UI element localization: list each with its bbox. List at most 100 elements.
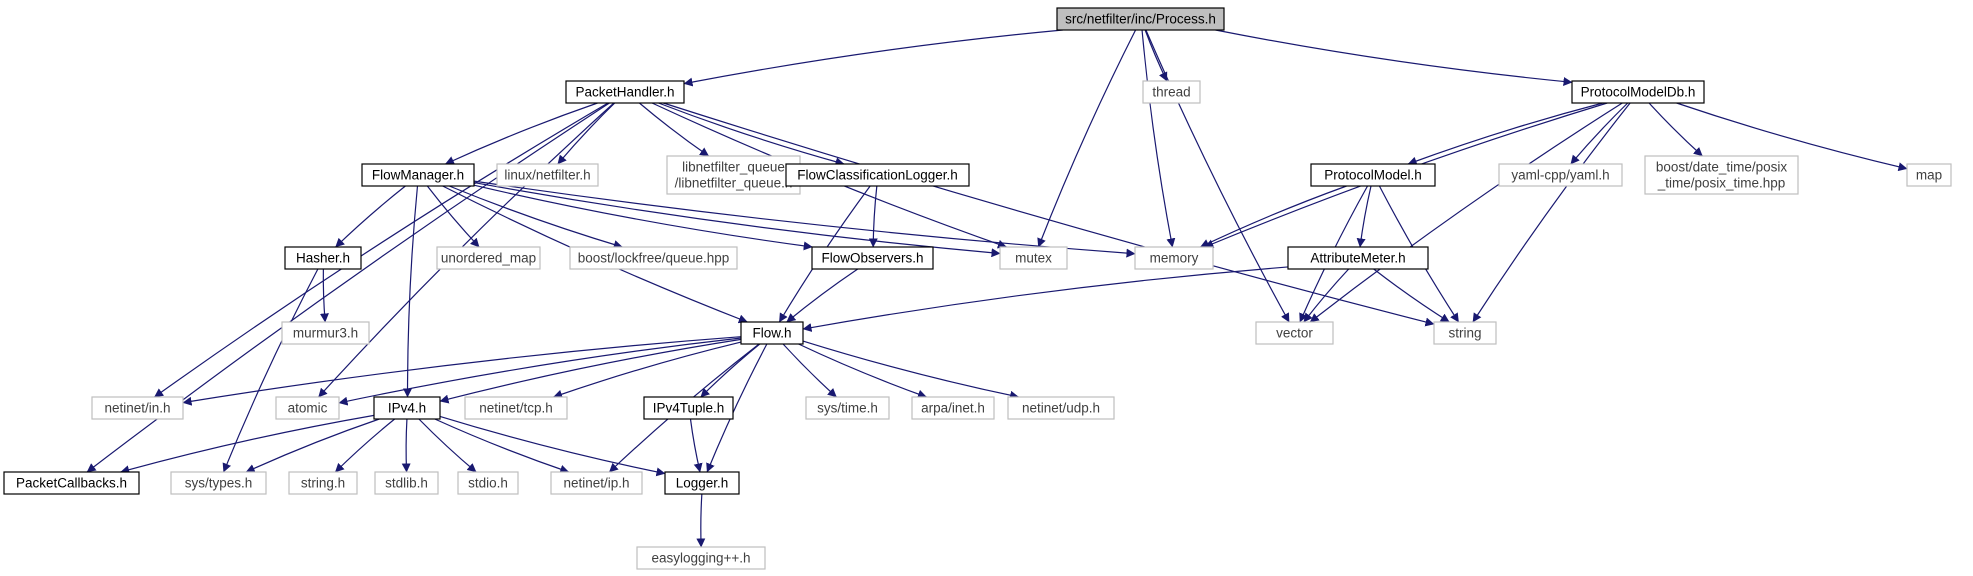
node-label: FlowManager.h <box>372 168 464 183</box>
node-label: PacketHandler.h <box>575 85 674 100</box>
node-label: mutex <box>1015 251 1052 266</box>
edge-ipv4-to-sys_types <box>245 418 380 473</box>
edge-process-to-vector <box>1145 29 1290 323</box>
node-box <box>288 471 358 495</box>
node-memory: memory <box>1134 246 1214 270</box>
edge-process-to-memory <box>1141 29 1176 248</box>
node-label: /libnetfilter_queue.h <box>675 176 793 191</box>
edge-packethandler-to-linux_netfilter <box>557 102 616 165</box>
node-label: ProtocolModel.h <box>1324 168 1422 183</box>
node-hasher[interactable]: Hasher.h <box>284 246 362 270</box>
edge-flow-to-arpa_inet <box>798 343 927 399</box>
edge-protocolmodel-to-memory <box>1199 185 1347 248</box>
node-ipv4tuple[interactable]: IPv4Tuple.h <box>643 396 734 420</box>
edge-flow-to-ipv4tuple <box>700 343 761 398</box>
edge-ipv4-to-netinet_ip <box>434 418 570 474</box>
node-label: PacketCallbacks.h <box>16 476 127 491</box>
node-label: netinet/udp.h <box>1022 401 1100 416</box>
node-box <box>170 471 267 495</box>
node-box <box>1134 246 1214 270</box>
node-label: FlowObservers.h <box>821 251 923 266</box>
edge-flowclasslogger-to-flowobservers <box>868 185 878 248</box>
node-box <box>1142 80 1201 104</box>
node-box <box>664 471 740 495</box>
edge-packethandler-to-netinet_in <box>154 102 609 398</box>
node-map: map <box>1906 163 1952 187</box>
node-box <box>1007 396 1115 420</box>
node-flow[interactable]: Flow.h <box>740 321 804 345</box>
edge-flowobservers-to-flow <box>786 268 859 323</box>
node-box <box>91 396 184 420</box>
node-box <box>911 396 995 420</box>
node-logger[interactable]: Logger.h <box>664 471 740 495</box>
edge-process-to-protocolmodeldb <box>1215 29 1573 86</box>
node-protocolmodeldb[interactable]: ProtocolModelDb.h <box>1571 80 1705 104</box>
edge-protocolmodel-to-attributemeter <box>1356 185 1372 248</box>
edge-hasher-to-murmur3 <box>319 268 329 323</box>
node-unordered_map: unordered_map <box>436 246 541 270</box>
node-sys_types: sys/types.h <box>170 471 267 495</box>
node-netinet_ip: netinet/ip.h <box>550 471 643 495</box>
node-box <box>1255 321 1334 345</box>
node-boost_posix: boost/date_time/posix_time/posix_time.hp… <box>1644 155 1799 195</box>
node-sys_time: sys/time.h <box>805 396 890 420</box>
node-protocolmodel[interactable]: ProtocolModel.h <box>1310 163 1436 187</box>
node-packethandler[interactable]: PacketHandler.h <box>565 80 685 104</box>
edge-process-to-packethandler <box>683 29 1063 87</box>
node-label: unordered_map <box>441 251 536 266</box>
node-ipv4[interactable]: IPv4.h <box>373 396 441 420</box>
node-mutex: mutex <box>999 246 1068 270</box>
node-label: linux/netfilter.h <box>504 168 590 183</box>
node-box <box>636 546 766 570</box>
edge-flow-to-netinet_udp <box>802 340 1020 400</box>
node-box <box>374 471 439 495</box>
edge-flowmanager-to-boost_lockfree <box>448 185 623 249</box>
node-label: netinet/tcp.h <box>479 401 553 416</box>
edge-protocolmodeldb-to-vector <box>1309 102 1623 323</box>
node-attributemeter[interactable]: AttributeMeter.h <box>1287 246 1429 270</box>
node-label: vector <box>1276 326 1313 341</box>
node-box <box>550 471 643 495</box>
node-label: netinet/ip.h <box>563 476 629 491</box>
node-box <box>457 471 519 495</box>
node-flowmanager[interactable]: FlowManager.h <box>361 163 475 187</box>
edge-flow-to-netinet_tcp <box>553 341 742 399</box>
node-box <box>1906 163 1952 187</box>
node-flowclasslogger[interactable]: FlowClassificationLogger.h <box>785 163 970 187</box>
node-flowobservers[interactable]: FlowObservers.h <box>811 246 934 270</box>
edge-packethandler-to-string_std <box>663 102 1435 327</box>
node-box <box>805 396 890 420</box>
file-nodes: src/netfilter/inc/Process.hPacketHandler… <box>3 7 1952 570</box>
node-process[interactable]: src/netfilter/inc/Process.h <box>1056 7 1225 31</box>
node-box <box>496 163 599 187</box>
node-box <box>565 80 685 104</box>
node-box <box>373 396 441 420</box>
node-packetcallbacks[interactable]: PacketCallbacks.h <box>3 471 140 495</box>
node-box <box>361 163 475 187</box>
node-stdio: stdio.h <box>457 471 519 495</box>
node-label: thread <box>1152 85 1190 100</box>
edge-attributemeter-to-flow <box>802 266 1289 332</box>
edge-hasher-to-sys_types <box>222 268 319 473</box>
node-box <box>1644 155 1799 195</box>
node-box <box>275 396 340 420</box>
node-thread: thread <box>1142 80 1201 104</box>
dependency-edges <box>86 29 1908 548</box>
node-box <box>1433 321 1497 345</box>
node-label: IPv4.h <box>388 401 426 416</box>
node-netinet_tcp: netinet/tcp.h <box>464 396 568 420</box>
node-atomic: atomic <box>275 396 340 420</box>
node-label: sys/time.h <box>817 401 878 416</box>
edge-flowmanager-to-unordered_map <box>426 185 480 248</box>
node-label: atomic <box>288 401 328 416</box>
edge-attributemeter-to-vector <box>1303 268 1350 323</box>
edge-flowmanager-to-flowobservers <box>473 184 813 251</box>
edge-packethandler-to-flowmanager <box>445 102 598 165</box>
edge-ipv4tuple-to-logger <box>689 418 703 473</box>
node-box <box>464 396 568 420</box>
node-label: easylogging++.h <box>651 551 750 566</box>
edge-protocolmodeldb-to-boost_posix <box>1648 102 1703 157</box>
edge-logger-to-easylogging <box>696 493 706 548</box>
edge-ipv4-to-string_h <box>334 418 396 473</box>
